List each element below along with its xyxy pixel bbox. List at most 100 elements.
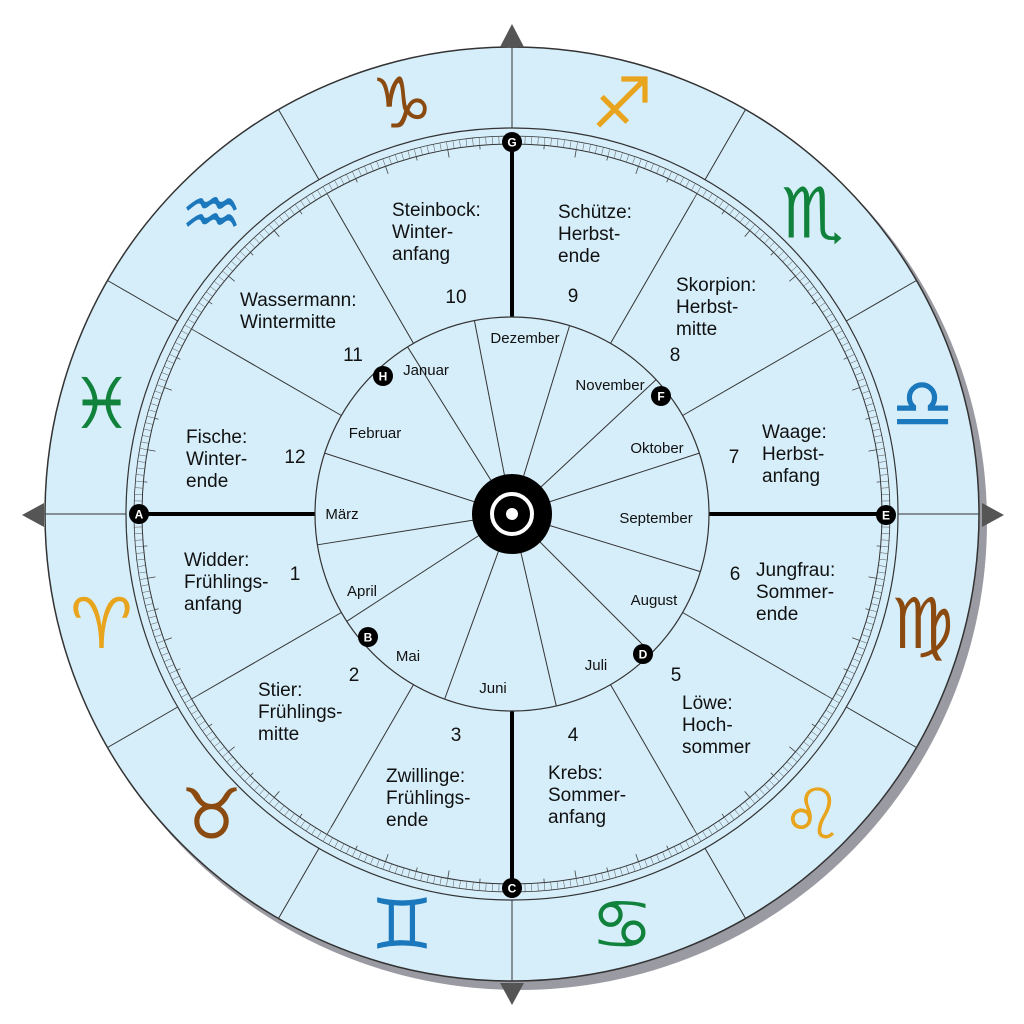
major-tick (721, 813, 725, 818)
degree-tick (135, 480, 144, 483)
degree-tick (352, 171, 356, 179)
degree-tick (294, 816, 300, 824)
sign-label-6: Krebs:Sommer-anfang (548, 763, 626, 828)
major-tick (176, 357, 181, 360)
sign-label-line: Sommer- (548, 785, 626, 806)
degree-tick (150, 403, 159, 407)
center-dot (506, 508, 518, 520)
degree-tick (370, 163, 374, 172)
major-tick (208, 723, 213, 727)
degree-tick (881, 487, 890, 489)
marker-dot (358, 627, 378, 647)
degree-tick (152, 396, 161, 400)
degree-tick (364, 165, 368, 174)
degree-tick (143, 428, 152, 432)
sign-number: 7 (729, 447, 740, 468)
degree-tick (754, 228, 761, 235)
degree-tick (724, 816, 730, 824)
degree-tick (137, 565, 146, 567)
degree-tick (376, 161, 380, 169)
sign-label-line: Frühlings- (258, 702, 342, 723)
marker-dot (651, 386, 671, 406)
degree-tick (638, 861, 642, 870)
degree-tick (811, 291, 818, 297)
degree-tick (662, 851, 666, 860)
sign-label-line: Sommer- (756, 582, 834, 603)
pisces-icon: ♓ (70, 363, 133, 445)
month-label: Oktober (630, 440, 683, 457)
sign-label-line: anfang (184, 594, 242, 615)
degree-tick (175, 681, 183, 686)
marker-dot (502, 878, 522, 898)
degree-tick (258, 788, 265, 796)
major-tick (868, 576, 877, 579)
degree-tick (218, 275, 225, 282)
marker-letter: E (882, 509, 890, 523)
marker-e: E (876, 505, 896, 525)
degree-tick (870, 422, 879, 425)
degree-tick (230, 761, 238, 768)
degree-tick (300, 200, 306, 208)
degree-tick (739, 805, 745, 813)
sign-divider (330, 200, 414, 344)
sign-divider (682, 612, 826, 696)
degree-tick (161, 652, 170, 656)
degree-tick (465, 138, 468, 147)
degree-tick (867, 615, 876, 619)
major-tick (191, 328, 199, 334)
degree-tick (235, 256, 242, 262)
degree-tick (861, 634, 870, 638)
degree-tick (388, 863, 392, 872)
degree-tick (773, 775, 780, 782)
degree-tick (279, 215, 285, 223)
degree-tick (656, 854, 660, 863)
degree-tick (607, 148, 611, 157)
major-tick (574, 870, 577, 879)
degree-tick (175, 342, 183, 347)
degree-tick (569, 879, 572, 888)
month-label: Dezember (490, 330, 559, 347)
month-label: September (619, 510, 692, 527)
degree-tick (880, 480, 889, 483)
marker-a: A (129, 504, 149, 524)
sign-label-9: Widder:Frühlings-anfang (184, 550, 268, 615)
cancer-icon: ♋ (591, 884, 654, 966)
degree-tick (420, 872, 423, 881)
degree-tick (465, 881, 468, 890)
sign-label-8: Stier:Frühlings-mitte (258, 680, 342, 745)
sign-divider (610, 684, 694, 828)
degree-tick (795, 270, 802, 277)
marker-dot (502, 132, 522, 152)
major-tick (666, 178, 669, 183)
sign-label-line: ende (186, 471, 228, 492)
degree-tick (485, 883, 487, 892)
marker-letter: B (364, 631, 373, 645)
degree-tick (139, 578, 148, 580)
degree-tick (140, 584, 149, 587)
degree-tick (795, 751, 802, 758)
degree-tick (829, 319, 837, 324)
major-tick (273, 230, 280, 237)
degree-tick (873, 435, 882, 438)
sign-label-line: anfang (548, 807, 606, 828)
degree-tick (213, 281, 221, 287)
degree-tick (254, 784, 260, 791)
sign-label-line: Winter- (186, 449, 247, 470)
degree-tick (691, 183, 696, 191)
degree-tick (759, 788, 766, 796)
degree-tick (857, 378, 865, 382)
degree-tick (854, 372, 863, 376)
degree-tick (235, 766, 242, 772)
sign-label-line: Schütze: (558, 202, 632, 223)
degree-tick (459, 139, 461, 148)
degree-tick (791, 265, 798, 272)
degree-tick (382, 158, 386, 167)
major-tick (415, 156, 418, 161)
degree-tick (382, 861, 386, 870)
degree-tick (679, 177, 684, 185)
degree-tick (446, 141, 448, 150)
degree-tick (439, 142, 442, 151)
degree-tick (869, 415, 878, 419)
degree-tick (854, 652, 863, 656)
degree-tick (222, 751, 229, 758)
